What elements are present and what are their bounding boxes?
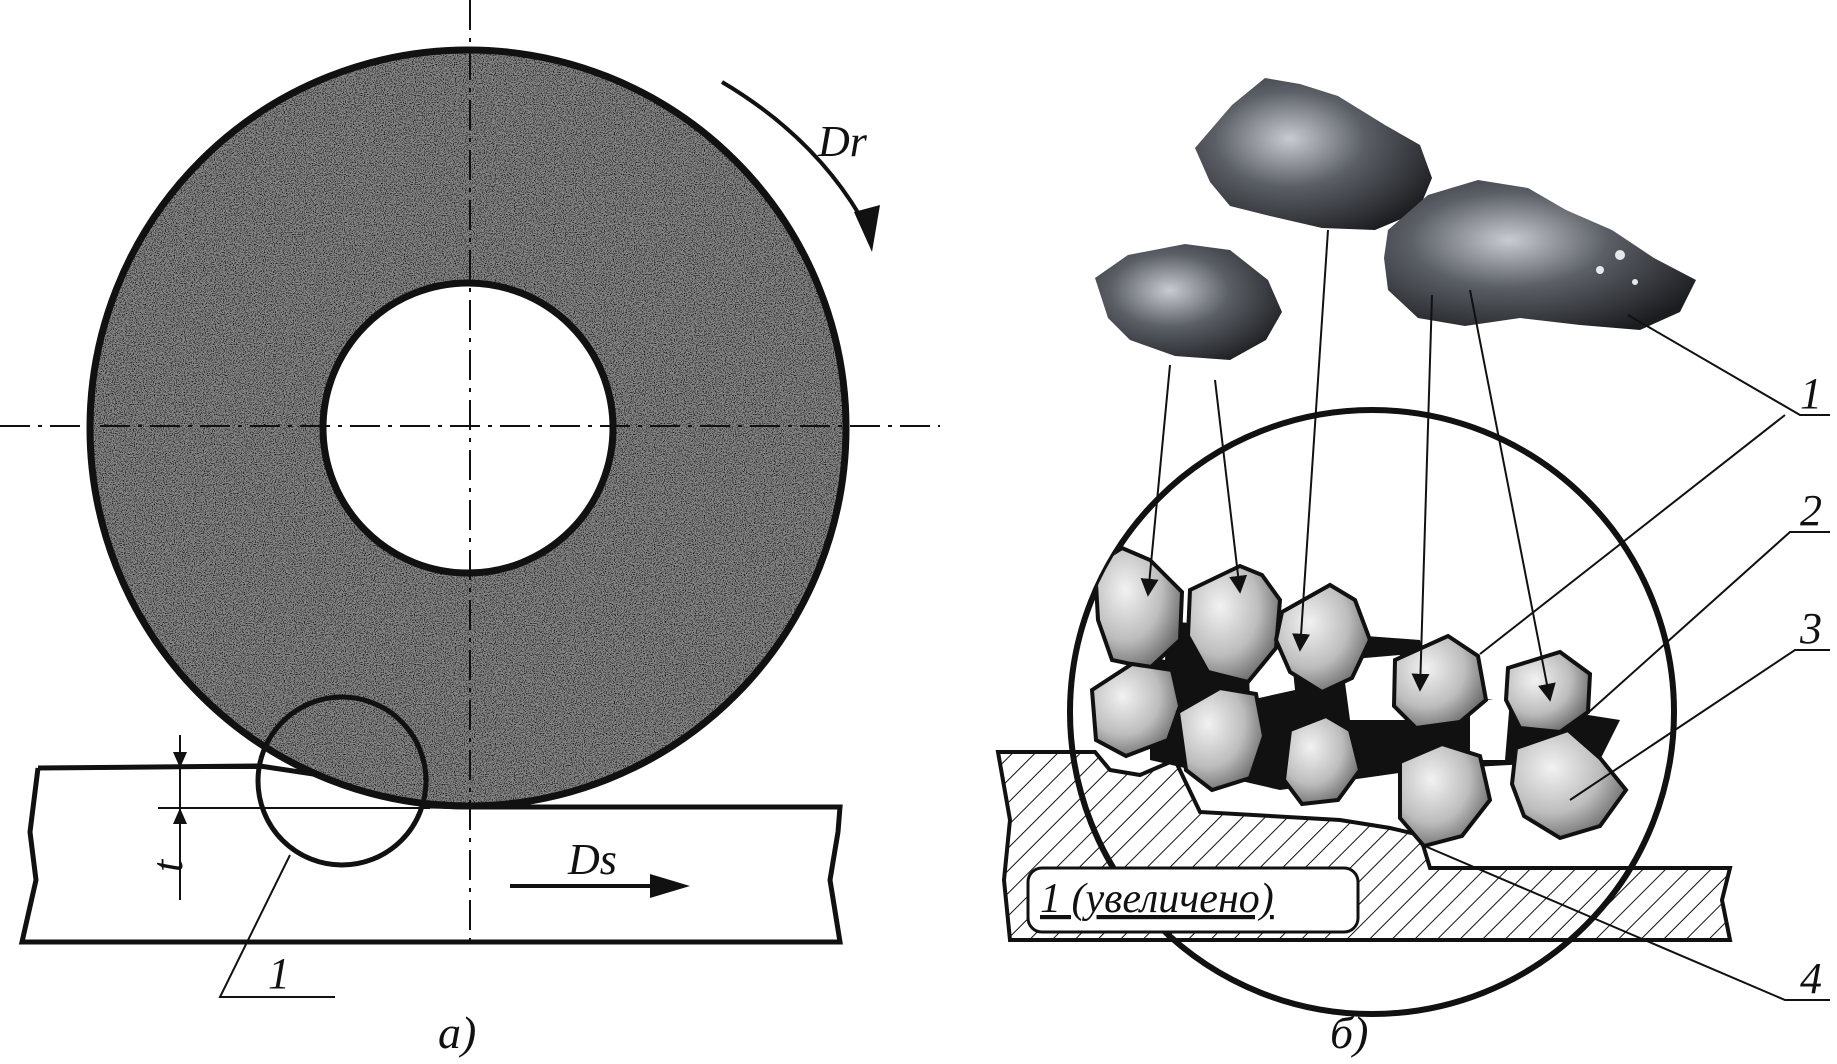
depth-label: t	[143, 858, 192, 872]
callout-4: 4	[1800, 954, 1822, 1003]
abrasive-grain	[1185, 563, 1283, 685]
abrasive-grain	[1391, 633, 1489, 731]
workpiece-section: 1 (увеличено)	[995, 750, 1733, 942]
grain-cluster	[1089, 545, 1629, 849]
abrasive-grain	[1398, 741, 1493, 849]
callout-leaders	[1419, 314, 1830, 1001]
abrasive-grain	[1175, 685, 1267, 793]
figure-a: Dr Ds t 1 а)	[0, 0, 940, 1058]
caption-b: б)	[1330, 1007, 1368, 1058]
abrasive-grains-photo	[1095, 78, 1696, 360]
detail-callout-label: 1	[268, 949, 290, 998]
figure-b: 1 (увеличено)	[995, 78, 1830, 1058]
abrasive-grain	[1089, 661, 1183, 759]
detail-title: 1 (увеличено)	[1040, 876, 1274, 922]
detail-title-frame	[1026, 866, 1360, 934]
callout-2: 2	[1800, 486, 1822, 535]
callout-1: 1	[1800, 369, 1822, 418]
rotation-arrow	[720, 80, 870, 231]
pointer-lines	[1140, 229, 1556, 702]
abrasive-grain	[1092, 545, 1185, 671]
abrasive-grain	[1273, 582, 1373, 695]
abrasive-grain	[1509, 727, 1629, 841]
detail-leader	[218, 854, 335, 998]
contact-zone-circle	[255, 694, 429, 868]
feed-label: Ds	[567, 835, 617, 884]
rotation-label: Dr	[817, 117, 868, 166]
caption-a: а)	[438, 1007, 476, 1058]
abrasive-grain	[1281, 713, 1363, 807]
callout-3: 3	[1799, 604, 1822, 653]
